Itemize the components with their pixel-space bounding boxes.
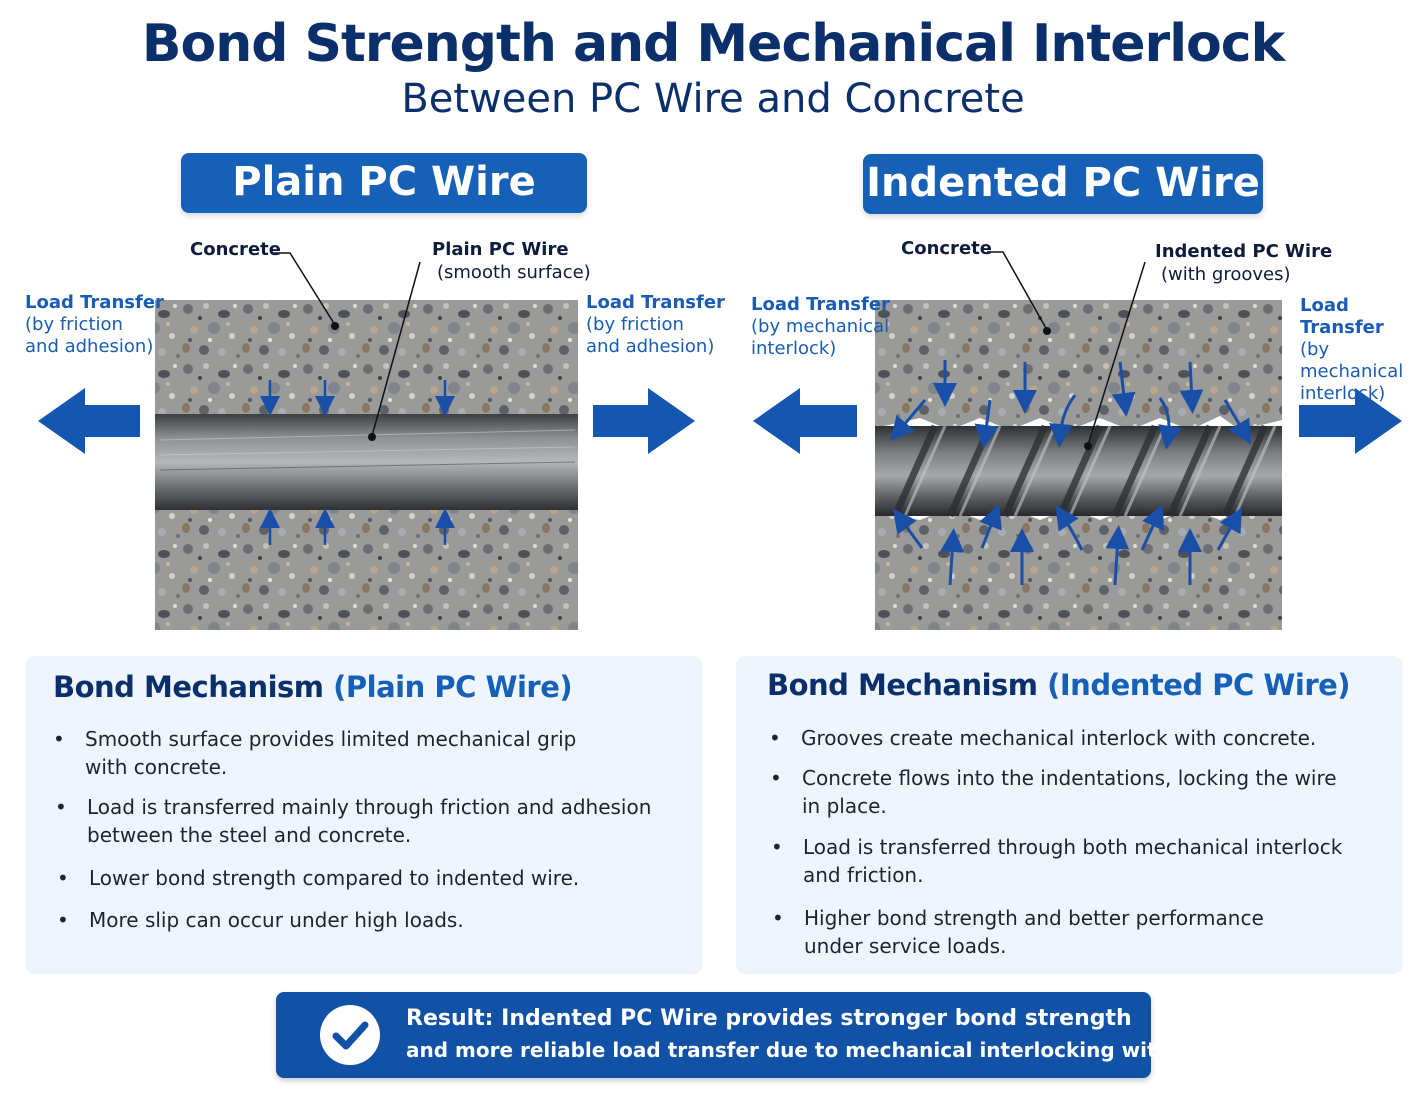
arrow-right-icon — [593, 388, 695, 454]
list-item: •Smooth surface provides limited mechani… — [53, 727, 577, 779]
plain-card-title: Bond Mechanism (Plain PC Wire) — [53, 670, 573, 704]
main-title: Bond Strength and Mechanical Interlock — [141, 14, 1285, 74]
indented-wire-header: Indented PC Wire — [863, 154, 1263, 214]
arrow-left-icon — [38, 388, 140, 454]
list-item: •Load is transferred through both mechan… — [771, 835, 1343, 887]
bond-diagram — [38, 251, 1402, 630]
plain-wire-block — [155, 252, 578, 630]
indented-wire-sublabel: (with grooves) — [1161, 264, 1291, 285]
list-item: •Load is transferred mainly through fric… — [55, 795, 652, 847]
list-item: •Higher bond strength and better perform… — [772, 906, 1264, 958]
plain-wire-header: Plain PC Wire — [181, 153, 587, 213]
indented-bond-mechanism-card: Bond Mechanism (Indented PC Wire) •Groov… — [736, 656, 1403, 974]
list-item: •Lower bond strength compared to indente… — [57, 866, 580, 890]
right-load-transfer-2: Load Transfer (by mechanical interlock) — [1300, 295, 1404, 404]
right-load-transfer-1: Load Transfer (by mechanical interlock) — [751, 294, 890, 359]
result-line-1: Result: Indented PC Wire provides strong… — [406, 1006, 1132, 1031]
arrow-right-icon — [1299, 388, 1402, 454]
result-banner: Result: Indented PC Wire provides strong… — [276, 992, 1284, 1078]
result-line-2: and more reliable load transfer due to m… — [406, 1038, 1284, 1062]
plain-wire-label: Plain PC Wire — [432, 239, 569, 260]
plain-concrete-label: Concrete — [190, 239, 281, 260]
indented-wire-block — [875, 251, 1282, 630]
list-item: •Grooves create mechanical interlock wit… — [769, 726, 1317, 750]
subtitle: Between PC Wire and Concrete — [401, 76, 1025, 122]
plain-wire-sublabel: (smooth surface) — [437, 262, 591, 283]
left-load-transfer-2: Load Transfer (by friction and adhesion) — [586, 292, 725, 357]
list-item: •Concrete flows into the indentations, l… — [770, 766, 1337, 818]
plain-bond-mechanism-card: Bond Mechanism (Plain PC Wire) •Smooth s… — [25, 656, 703, 974]
left-load-transfer-1: Load Transfer (by friction and adhesion) — [25, 292, 164, 357]
indented-wire-label: Indented PC Wire — [1155, 241, 1333, 262]
list-item: •More slip can occur under high loads. — [57, 908, 464, 932]
indented-card-title: Bond Mechanism (Indented PC Wire) — [767, 668, 1351, 702]
arrow-left-icon — [753, 388, 857, 454]
checkmark-icon — [320, 1005, 380, 1065]
indented-concrete-label: Concrete — [901, 238, 992, 259]
